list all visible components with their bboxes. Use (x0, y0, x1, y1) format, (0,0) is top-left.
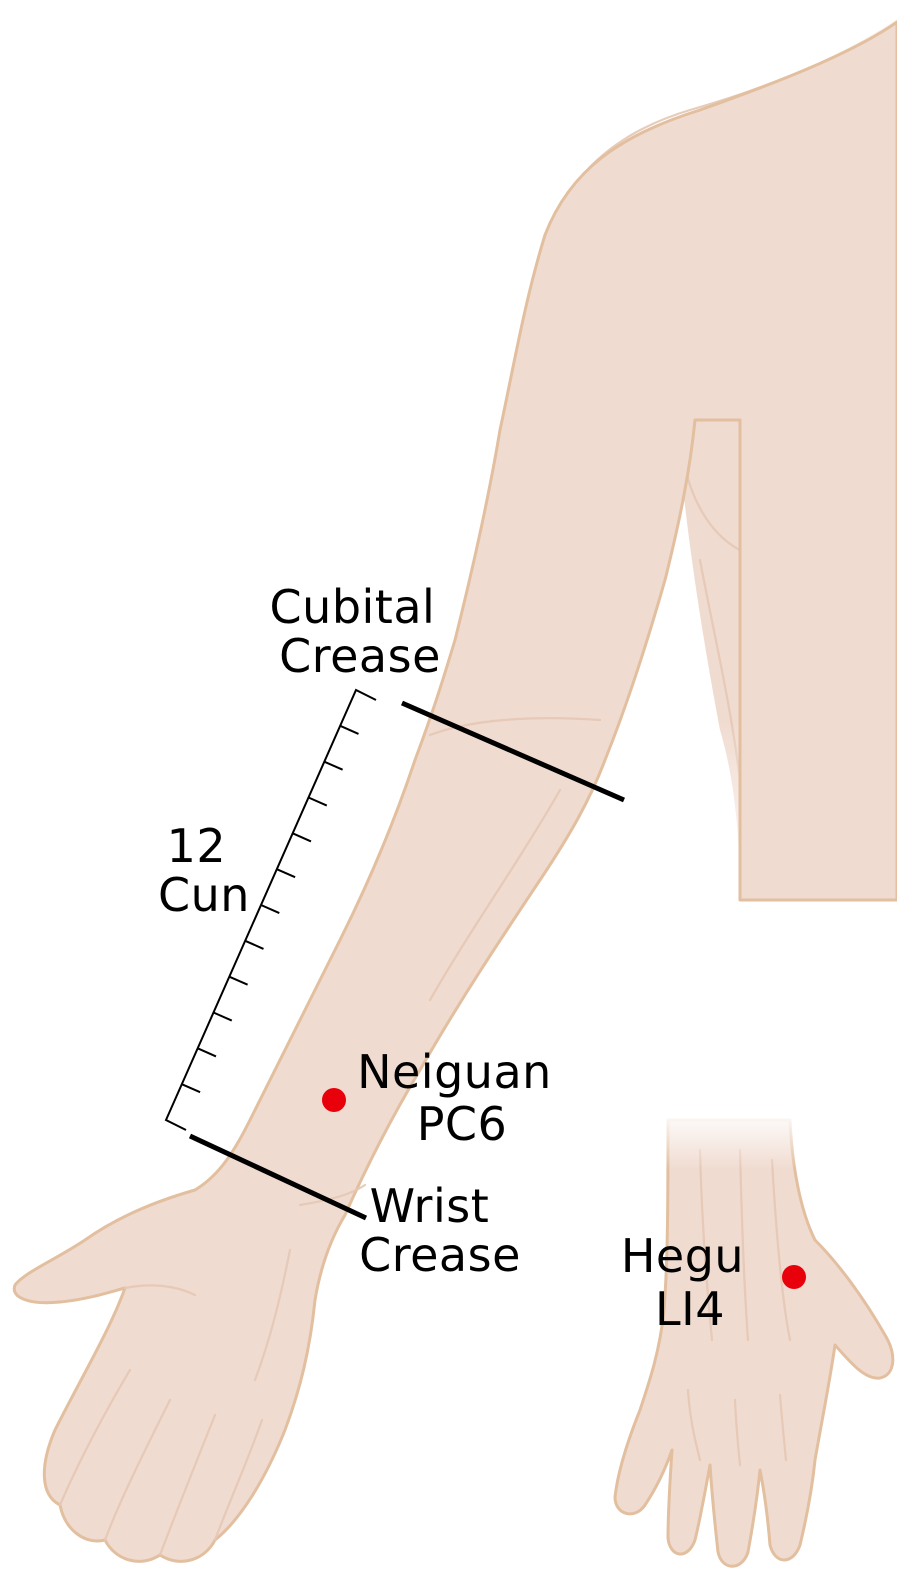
wrist-crease-label: Wrist Crease (359, 1179, 521, 1282)
ruler-tick (214, 1013, 232, 1021)
hand-dorsal (615, 1110, 893, 1566)
neiguan-label: Neiguan PC6 (357, 1045, 567, 1151)
ruler-tick (309, 798, 327, 806)
ruler-tick (340, 726, 358, 734)
measure-label: 12 Cun (158, 819, 250, 922)
ruler-tick (229, 977, 247, 985)
ruler-tick (277, 869, 295, 877)
ruler-tick (182, 1084, 200, 1092)
ruler-tick (198, 1048, 216, 1056)
ruler-tick (261, 905, 279, 913)
ruler-tick (245, 941, 263, 949)
neiguan-pc6-point (322, 1088, 346, 1112)
cubital-crease-label: Cubital Crease (270, 580, 451, 683)
ruler-tick (293, 833, 311, 841)
hegu-li4-point (782, 1265, 806, 1289)
ruler-tick (324, 762, 342, 770)
